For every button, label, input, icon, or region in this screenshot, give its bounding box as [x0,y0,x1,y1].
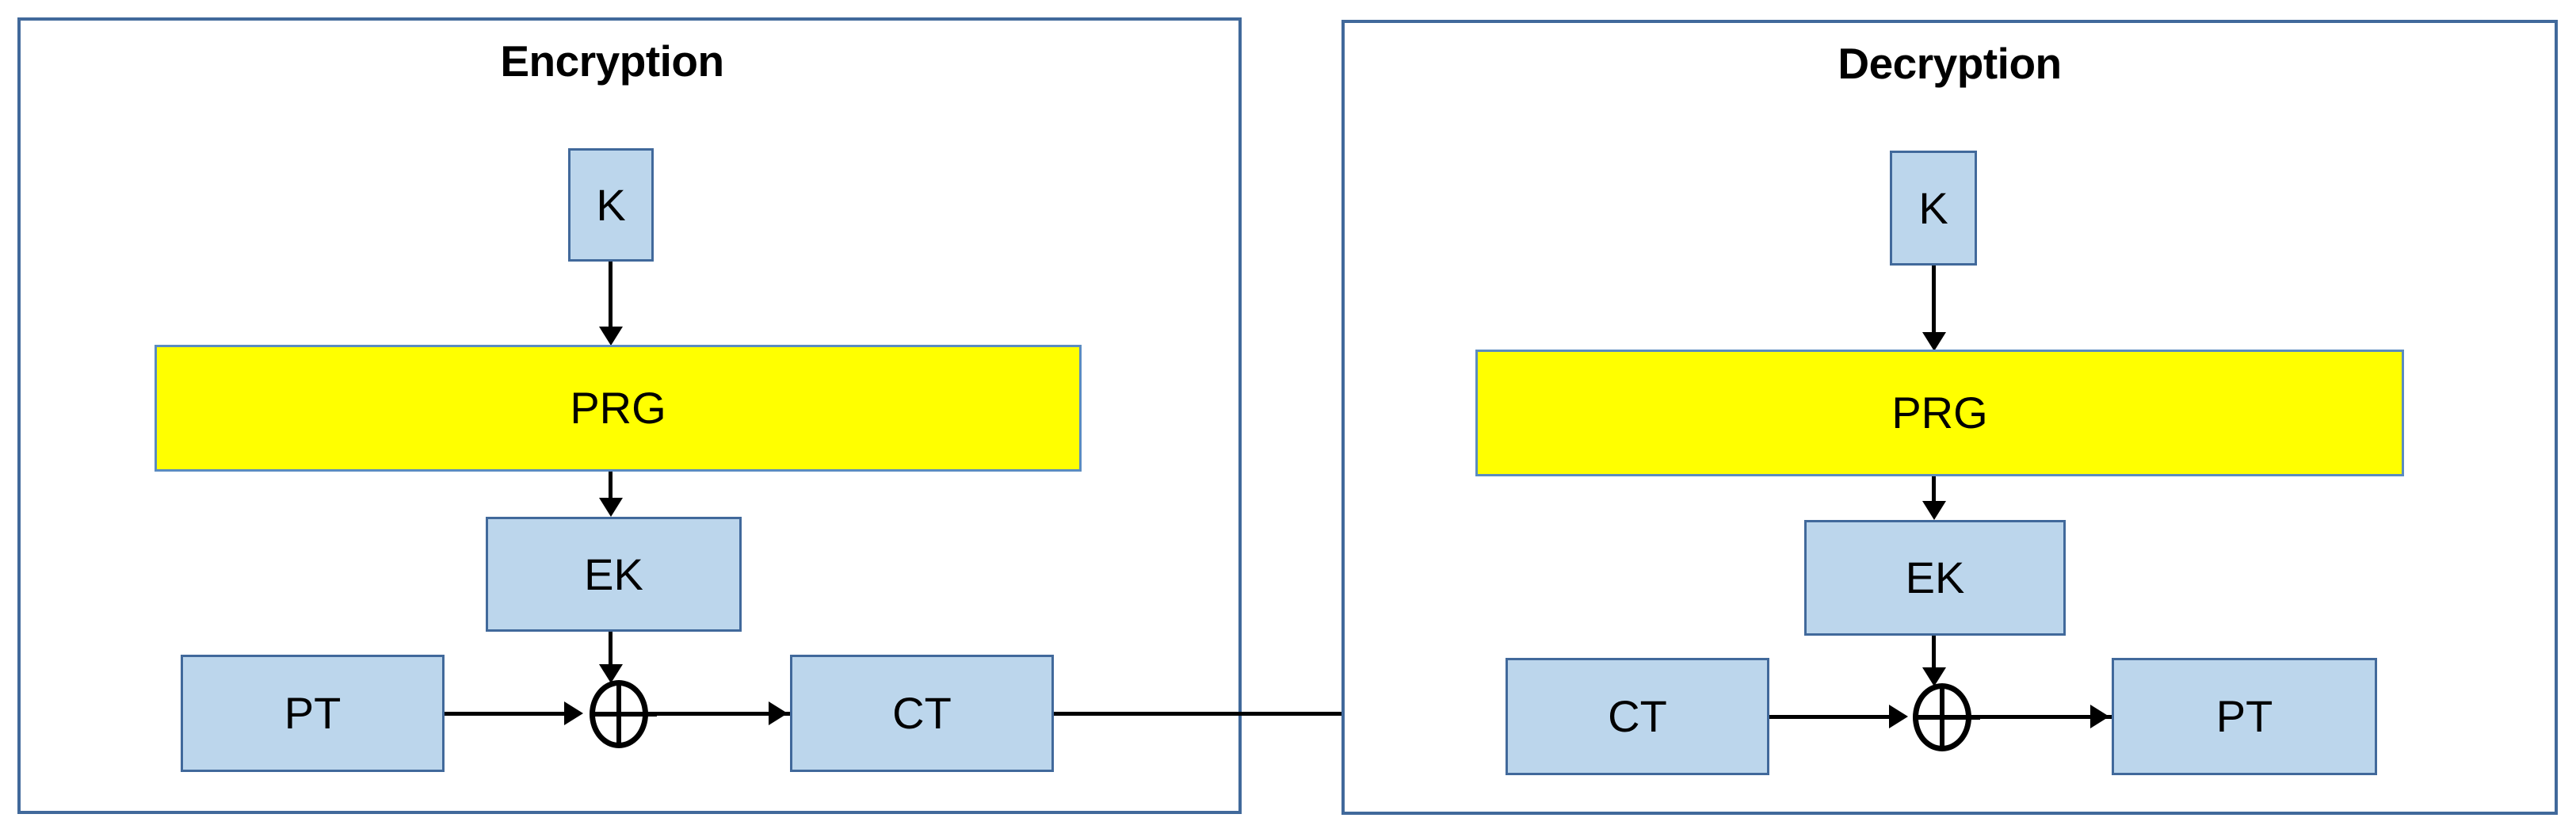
panel-title-encryption: Encryption [500,36,724,86]
xor-gate-icon-encryption [590,680,657,748]
edge-ek-to-xor-decryption [1932,636,1936,674]
node-label: CT [892,688,952,738]
arrowhead-pt-to-xor-encryption [564,701,583,725]
edge-xor-to-pt-decryption [1971,715,2120,719]
arrowhead-prg-to-ek-decryption [1922,501,1946,520]
node-k-decryption[interactable]: K [1890,151,1977,266]
node-label: PRG [1891,388,1988,438]
node-prg-decryption[interactable]: PRG [1475,350,2404,476]
node-ek-encryption[interactable]: EK [486,517,742,632]
edge-pt-to-xor-encryption [445,712,575,716]
node-prg-encryption[interactable]: PRG [155,345,1082,472]
edge-k-to-prg-decryption [1932,266,1936,335]
node-ct-decryption[interactable]: CT [1506,658,1769,775]
node-label: PRG [570,383,666,433]
edge-ct-encryption-to-ct-decryption [1054,712,1488,716]
node-label: PT [284,688,342,738]
node-label: K [1918,182,1948,233]
arrowhead-prg-to-ek-encryption [599,498,623,517]
node-ek-decryption[interactable]: EK [1804,520,2066,636]
edge-ek-to-xor-encryption [609,632,613,670]
node-ct-encryption[interactable]: CT [790,655,1054,772]
panel-title-decryption: Decryption [1838,39,2062,88]
arrowhead-xor-to-pt-decryption [2090,705,2109,728]
node-label: K [596,179,626,230]
node-label: CT [1608,691,1667,741]
arrowhead-ct-to-xor-decryption [1889,705,1908,728]
node-k-encryption[interactable]: K [568,148,654,262]
arrowhead-k-to-prg-encryption [599,327,623,346]
node-pt-encryption[interactable]: PT [181,655,445,772]
edge-xor-to-ct-encryption [648,712,799,716]
xor-gate-icon-decryption [1913,683,1980,751]
arrowhead-xor-to-ct-encryption [769,701,788,725]
node-label: PT [2215,691,2273,741]
arrowhead-k-to-prg-decryption [1922,332,1946,351]
edge-ct-to-xor-decryption [1769,715,1900,719]
edge-k-to-prg-encryption [609,262,613,330]
node-label: EK [1905,552,1965,602]
node-label: EK [584,548,643,599]
node-pt-decryption[interactable]: PT [2112,658,2377,775]
edge-prg-to-ek-encryption [609,472,613,500]
edge-prg-to-ek-decryption [1932,476,1936,505]
